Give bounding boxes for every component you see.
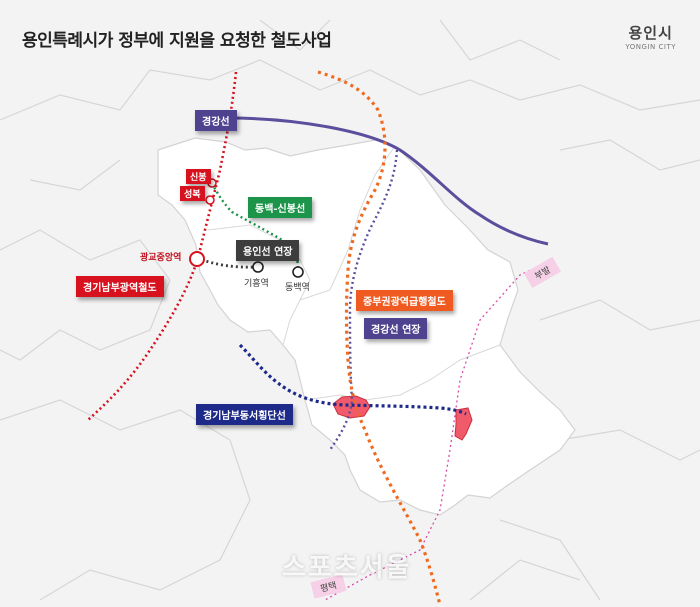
watermark: 스포츠서울: [282, 553, 412, 583]
label-station-sinbong: 신봉: [186, 169, 211, 184]
label-dongbaek-sinbong: 동백-신봉선: [248, 197, 313, 218]
label-gyeonggang: 경강선: [195, 110, 237, 131]
label-gyeonggang-ext: 경강선 연장: [364, 318, 428, 339]
label-station-gwanggyo: 광교중앙역: [140, 253, 182, 263]
logo-name: 용인시: [628, 24, 673, 42]
page-title: 용인특례시가 정부에 지원을 요청한 철도사업: [22, 31, 332, 51]
label-gyeonggi-nambu: 경기남부광역철도: [76, 276, 164, 297]
line-east-west: [238, 343, 467, 416]
station-dongbaek-marker: [292, 266, 304, 278]
yongin-logo: 용인시 YONGIN CITY: [625, 22, 676, 51]
line-gyeonggang: [227, 116, 549, 246]
background-districts: [0, 19, 700, 601]
label-yongin-ext: 용인선 연장: [236, 240, 300, 261]
label-jungbu: 중부권광역급행철도: [356, 290, 453, 311]
line-bubal-pyeongtaek: [324, 261, 549, 601]
label-station-giheung: 기흥역: [244, 279, 269, 289]
station-seongbok-marker: [205, 195, 215, 205]
station-giheung-marker: [252, 261, 264, 273]
label-east-west: 경기남부동서횡단선: [196, 404, 293, 425]
line-jungbu: [317, 70, 442, 606]
station-gwanggyo-marker: [189, 251, 205, 267]
label-station-seongbok: 성복: [180, 186, 205, 201]
yongin-district-boundaries: [207, 145, 501, 401]
label-station-dongbaek: 동백역: [285, 283, 310, 293]
hub-east: [454, 407, 473, 441]
logo-name-en: YONGIN CITY: [625, 43, 676, 51]
